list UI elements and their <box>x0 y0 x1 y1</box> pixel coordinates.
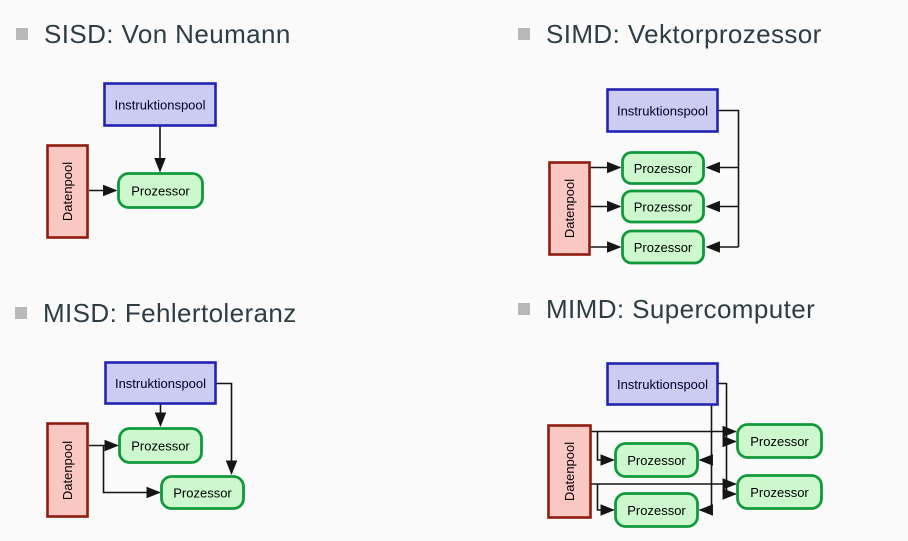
instruction-pool-box <box>606 362 719 406</box>
title-sisd-text: SISD: Von Neumann <box>44 19 291 49</box>
processor-box-2 <box>160 475 245 510</box>
instruction-pool-box <box>103 82 217 127</box>
processor-box-3 <box>621 229 705 265</box>
arrow-data-to-processor-2 <box>102 445 161 499</box>
processor-label: Prozessor <box>634 161 693 176</box>
processor-box-bottom-right <box>736 474 823 510</box>
processor-label: Prozessor <box>750 434 809 449</box>
arrow-instruction-to-processor-2 <box>216 382 238 475</box>
processor-box-top-right <box>736 423 823 459</box>
processor-label: Prozessor <box>131 439 190 454</box>
diagram-mimd: Instruktionspool Datenpool Prozessor Pro… <box>547 362 823 528</box>
instruction-pool-box <box>104 361 217 405</box>
processor-box-1 <box>118 427 203 464</box>
instruction-pool-label: Instruktionspool <box>617 104 708 119</box>
processor-label: Prozessor <box>634 240 693 255</box>
instruction-pool-label: Instruktionspool <box>115 376 206 391</box>
instruction-pool-box <box>606 88 719 133</box>
processor-box-top-left <box>614 442 699 478</box>
data-pool-label: Datenpool <box>562 179 577 238</box>
processor-box-bottom-left <box>614 492 699 528</box>
data-pool-label: Datenpool <box>60 441 75 500</box>
instruction-bus-line <box>718 109 740 247</box>
processor-label: Prozessor <box>627 503 686 518</box>
processor-label: Prozessor <box>634 200 693 215</box>
bullet-square-icon <box>518 303 530 315</box>
data-pool-label: Datenpool <box>562 442 577 501</box>
processor-label: Prozessor <box>131 184 190 199</box>
processor-label: Prozessor <box>627 453 686 468</box>
arrow-data-to-processor-top-left <box>596 431 615 466</box>
title-mimd-text: MIMD: Supercomputer <box>546 294 816 324</box>
processor-box <box>117 172 204 209</box>
data-pool-box <box>46 422 89 518</box>
processor-label: Prozessor <box>750 485 809 500</box>
bullet-square-icon <box>15 307 27 319</box>
processor-box-1 <box>621 151 705 185</box>
data-pool-label: Datenpool <box>60 162 75 221</box>
data-pool-box <box>46 144 89 239</box>
title-misd: MISD: Fehlertoleranz <box>15 298 297 328</box>
diagram-sisd: Instruktionspool Datenpool Prozessor <box>46 82 217 239</box>
bullet-square-icon <box>16 28 28 40</box>
processor-box-2 <box>621 189 705 224</box>
title-misd-text: MISD: Fehlertoleranz <box>43 298 297 328</box>
diagram-misd: Instruktionspool Datenpool Prozessor Pro… <box>46 361 245 518</box>
processor-label: Prozessor <box>173 486 232 501</box>
title-sisd: SISD: Von Neumann <box>16 19 291 49</box>
instruction-pool-label: Instruktionspool <box>114 98 205 113</box>
title-simd-text: SIMD: Vektorprozessor <box>546 19 822 49</box>
diagram-simd: Instruktionspool Datenpool Prozessor Pro… <box>548 88 740 265</box>
instruction-pool-label: Instruktionspool <box>617 377 708 392</box>
bullet-square-icon <box>518 28 530 40</box>
instruction-bus-outer-line <box>718 382 728 494</box>
data-pool-box <box>548 161 591 256</box>
data-pool-box <box>547 424 592 519</box>
title-mimd: MIMD: Supercomputer <box>518 294 815 324</box>
arrow-data-to-processor-bottom-left <box>596 484 615 516</box>
title-simd: SIMD: Vektorprozessor <box>518 19 822 49</box>
